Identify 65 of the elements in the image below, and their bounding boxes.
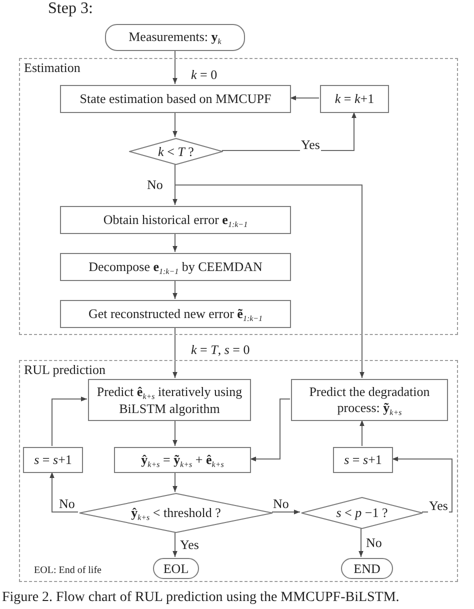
node-text: ŷ$_{k+s}$ = ỹ$_{k+s}$ + ê$_{k+s}$ [141,452,224,468]
group-frame [19,58,458,335]
decision-diamond [129,138,223,165]
node-text: EOL [163,560,189,576]
process-box [60,206,291,234]
process-box [60,85,291,113]
group-title: RUL prediction [24,362,106,378]
node-text: Decompose e$_{1:k−1}$ by CEEMDAN [88,258,262,276]
arrow [172,50,178,84]
process-box [23,447,83,473]
terminator-box [341,558,393,579]
group-title: Estimation [24,60,80,76]
process-box [88,379,251,421]
note-text: EOL: End of life [34,565,102,576]
figure-caption: Figure 2. Flow chart of RUL prediction using the MMCUPF-BiLSTM. [2,590,400,606]
edge-label: k = 0 [190,68,218,82]
arrow [50,472,78,512]
terminator-box [153,558,199,579]
process-box [114,447,251,473]
arrow [250,398,290,462]
node-text: Measurements: y$_{k}$ [128,29,222,46]
arrow [360,420,364,446]
node-text: Predict ê$_{k+s}$ iteratively using BiLSTM algorithm [96,384,244,416]
arrow [392,456,452,512]
arrow [172,472,178,492]
process-box [333,447,393,473]
edge-label: No [365,536,383,550]
node-text: s = s+1 [34,452,72,468]
arrow [358,528,364,558]
arrow [172,112,178,138]
process-box [60,253,291,281]
node-text: s = s+1 [344,452,382,468]
step-heading: Step 3: [48,0,93,18]
process-box [291,379,448,421]
arrow [222,112,356,151]
group-frame [19,360,458,582]
arrow [172,280,178,300]
node-text: k = k+1 [334,91,374,107]
node-text: Get reconstructed new error ẽ$_{1:k−1}$ [88,306,263,322]
edge-label: Yes [300,138,321,152]
node-text: Predict the degradation process: ỹ$_{k+s}$ [308,384,431,416]
decision-diamond [301,497,423,529]
edge-label: No [146,178,164,192]
node-text: k < T ? [158,144,194,160]
arrow [52,396,88,446]
terminator-box [105,24,245,51]
node-text: END [354,560,380,576]
edge-label: No [272,497,290,511]
process-box [60,300,291,328]
arrow [172,326,178,378]
node-text: Obtain historical error e$_{1:k−1}$ [103,212,248,228]
process-box [320,85,389,113]
arrow [172,532,178,558]
edge-label: Yes [179,538,200,552]
node-text: s < p −1 ? [336,505,388,521]
edge-label: Yes [428,499,449,513]
decision-diamond [79,493,273,533]
arrow [172,232,178,252]
edge-label: No [58,497,76,511]
arrow [172,420,178,446]
arrow [290,96,320,100]
node-text: ŷ$_{k+s}$ < threshold ? [131,504,221,522]
edge-label: k = T, s = 0 [190,343,251,357]
arrow [272,510,300,514]
node-text: State estimation based on MMCUPF [80,91,272,107]
